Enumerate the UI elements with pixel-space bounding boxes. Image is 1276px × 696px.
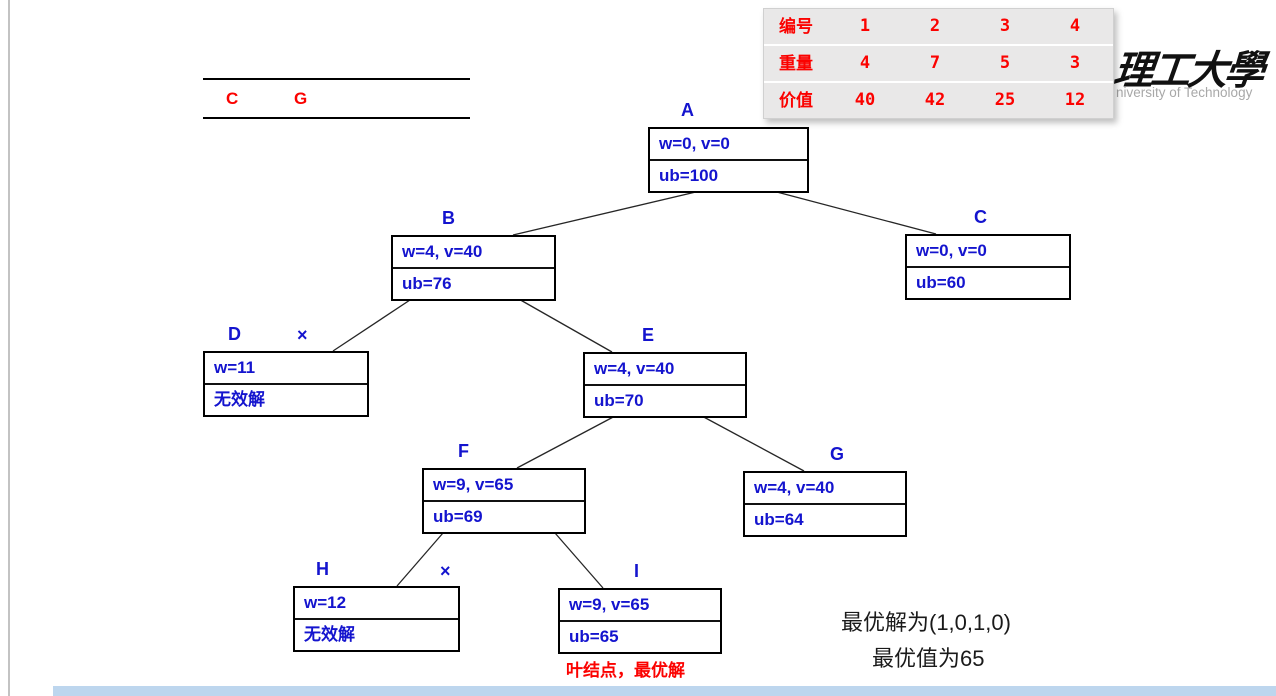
node-I-state: w=9, v=65 [560,590,720,622]
items-table-cell: 42 [924,90,946,110]
items-table-cell: 4 [859,53,871,73]
tree-edge [512,190,701,236]
tree-edge [516,414,618,469]
tree-node-G: w=4, v=40 ub=64 [743,471,907,537]
node-H-label: H [316,559,329,579]
node-G-state: w=4, v=40 [745,473,905,505]
items-table-row: 价值 40 42 25 12 [764,83,1113,118]
items-table-cell: 1 [859,16,871,36]
items-table-cell: 4 [1069,16,1081,36]
tree-edge [396,532,444,587]
live-node-letter-G: G [294,89,308,108]
tree-node-D: w=11 无效解 [203,351,369,417]
node-F-bound: ub=69 [433,507,483,526]
items-table-row-label: 价值 [779,91,813,110]
tree-node-B: w=4, v=40 ub=76 [391,235,556,301]
node-A-state: w=0, v=0 [650,129,807,161]
tree-edge [516,297,613,353]
items-table-cell: 3 [1069,53,1081,73]
node-C-state: w=0, v=0 [907,236,1069,268]
tree-edge [699,414,805,472]
node-D-pruned-cross-icon: × [297,325,308,345]
items-table-cell: 2 [929,16,941,36]
node-E-state: w=4, v=40 [585,354,745,386]
tree-edge [554,532,604,589]
node-E-bound: ub=70 [594,391,644,410]
items-table-cell: 25 [994,90,1016,110]
items-table-cell: 12 [1064,90,1086,110]
items-table-row: 重量 4 7 5 3 [764,46,1113,81]
optimal-value-text: 最优值为65 [872,646,985,671]
live-list-top-rule [203,78,470,80]
live-list-bottom-rule [203,117,470,119]
node-B-label: B [442,208,455,228]
university-logo-en: niversity of Technology [1116,85,1253,100]
left-edge-rule [8,0,10,696]
node-D-bound: 无效解 [214,390,265,409]
node-E-label: E [642,325,655,345]
items-table-row-label: 重量 [779,54,813,73]
node-D-label: D [228,324,241,344]
node-D-state: w=11 [205,353,367,385]
node-G-label: G [830,444,845,464]
tree-node-A: w=0, v=0 ub=100 [648,127,809,193]
bottom-accent-bar [53,686,1276,696]
items-table-row-label: 编号 [779,17,813,36]
node-B-state: w=4, v=40 [393,237,554,269]
node-H-pruned-cross-icon: × [440,561,451,581]
items-table-cell: 5 [999,53,1011,73]
live-node-letter-C: C [226,89,239,108]
leaf-optimal-note: 叶结点，最优解 [566,661,685,680]
items-table-cell: 40 [854,90,876,110]
node-H-bound: 无效解 [304,625,355,644]
node-I-label: I [634,561,640,581]
node-A-bound: ub=100 [659,166,719,185]
tree-edge [332,297,414,352]
node-C-bound: ub=60 [916,273,966,292]
optimal-solution-text: 最优解为(1,0,1,0) [841,610,1011,635]
items-table-cell: 3 [999,16,1011,36]
node-A-label: A [681,100,694,120]
tree-edge [772,190,937,235]
tree-node-F: w=9, v=65 ub=69 [422,468,586,534]
node-B-bound: ub=76 [402,274,452,293]
node-F-state: w=9, v=65 [424,470,584,502]
tree-node-C: w=0, v=0 ub=60 [905,234,1071,300]
node-F-label: F [458,441,469,461]
items-table-cell: 7 [929,53,941,73]
items-table-row: 编号 1 2 3 4 [764,9,1113,44]
tree-node-H: w=12 无效解 [293,586,460,652]
tree-node-I: w=9, v=65 ub=65 [558,588,722,654]
node-H-state: w=12 [295,588,458,620]
node-I-bound: ub=65 [569,627,619,646]
tree-node-E: w=4, v=40 ub=70 [583,352,747,418]
node-C-label: C [974,207,987,227]
node-G-bound: ub=64 [754,510,804,529]
